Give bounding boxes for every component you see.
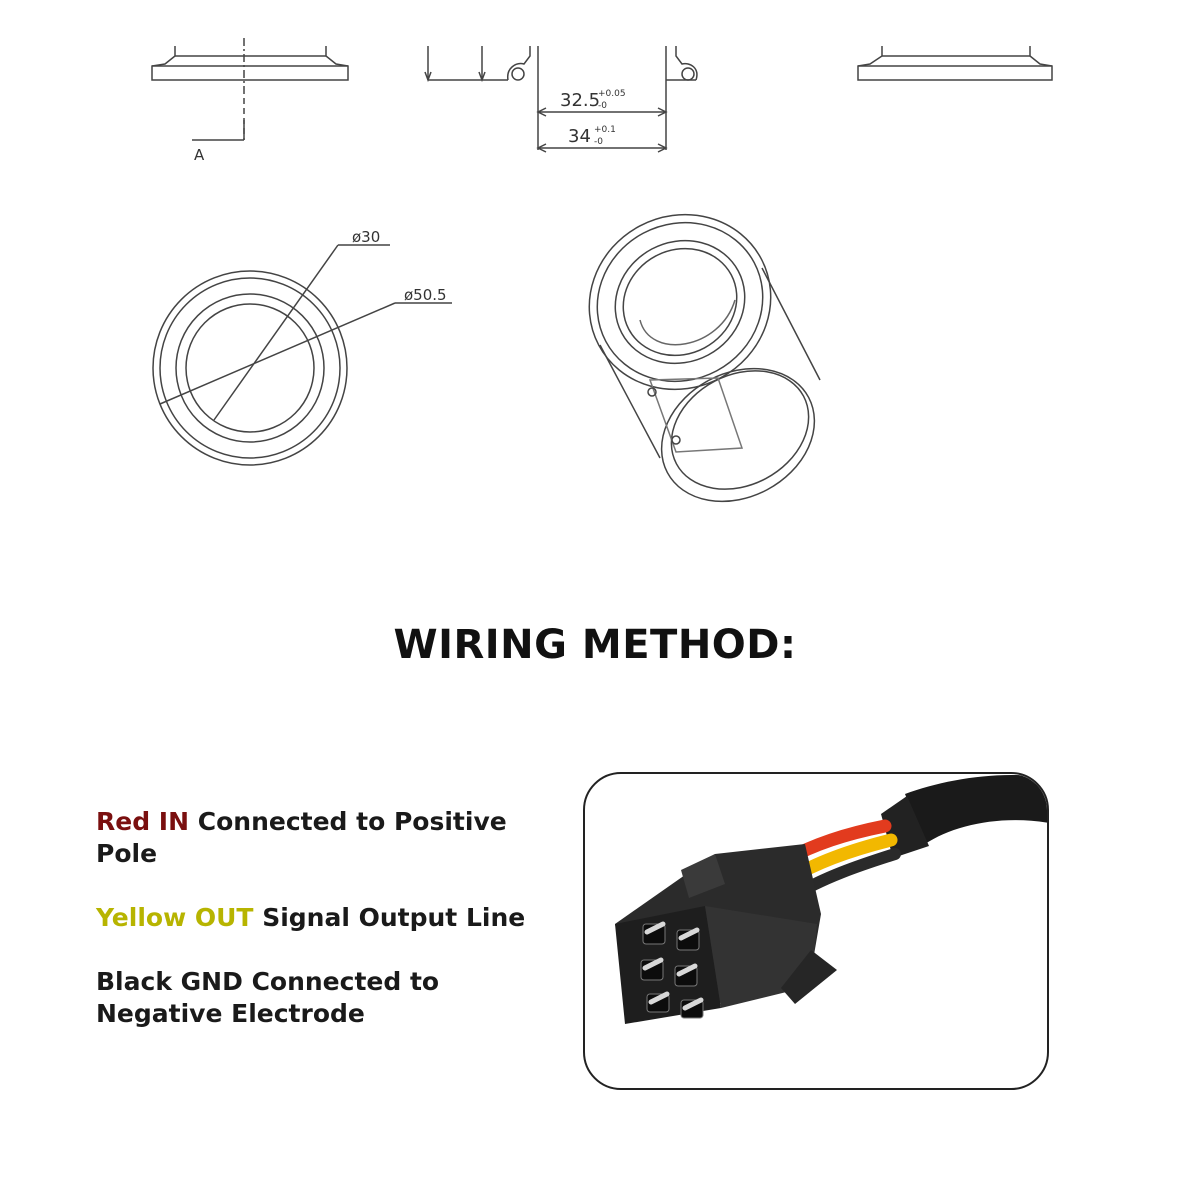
- dim-outer-label: 34: [568, 126, 591, 147]
- wire-color-label: Black GND: [96, 967, 243, 996]
- diameter-outer-label: ø50.5: [404, 286, 447, 304]
- side-profile-view-left: [151, 38, 349, 141]
- wiring-legend: Red IN Connected to Positive Pole Yellow…: [96, 806, 566, 1030]
- dim-outer-tol-upper: +0.1: [594, 125, 616, 135]
- side-view-label: A: [194, 146, 205, 164]
- dim-outer-tol-lower: -0: [594, 137, 603, 147]
- dim-inner-tol-lower: -0: [598, 101, 607, 111]
- wire-color-label: Yellow OUT: [96, 903, 254, 932]
- wiring-line-red: Red IN Connected to Positive Pole: [96, 806, 566, 870]
- wire-description: Signal Output Line: [262, 903, 526, 932]
- wiring-line-yellow: Yellow OUT Signal Output Line: [96, 902, 566, 934]
- wiring-title: WIRING METHOD:: [393, 622, 797, 668]
- side-profile-view-right: [857, 46, 1053, 81]
- wire-color-label: Red IN: [96, 807, 190, 836]
- dim-inner-tol-upper: +0.05: [598, 89, 626, 99]
- technical-drawing: A 32.5 +0.05 -0 34 +0.1 -0 ø30 ø50.5: [151, 38, 1053, 503]
- top-view-rings: [152, 244, 452, 466]
- isometric-sensor-view: [588, 213, 821, 503]
- connector-plug-icon: [615, 775, 1047, 1024]
- wiring-line-black: Black GND Connected to Negative Electrod…: [96, 966, 566, 1030]
- wire-description: Connected to Positive Pole: [96, 807, 507, 868]
- cross-section-view: [424, 46, 698, 153]
- dim-inner-label: 32.5: [560, 90, 600, 111]
- connector-photo-frame: [583, 772, 1049, 1090]
- wire-description: Connected to Negative Electrode: [96, 967, 440, 1028]
- diameter-inner-label: ø30: [352, 228, 380, 246]
